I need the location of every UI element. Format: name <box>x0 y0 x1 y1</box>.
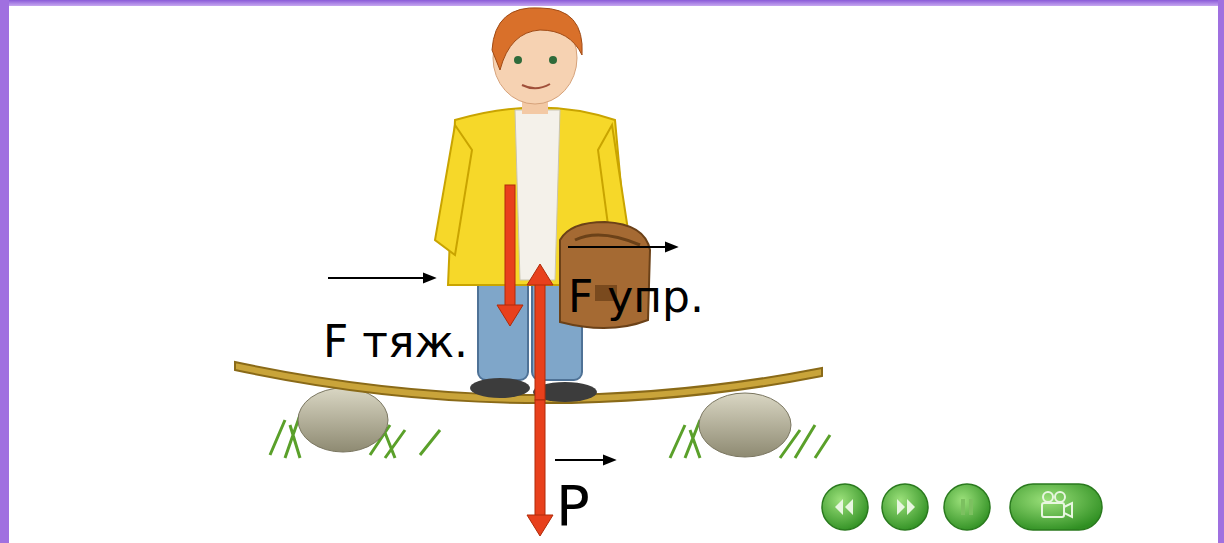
frame-left <box>0 0 9 543</box>
force-label: F тяж. <box>323 320 468 364</box>
force-label: F упр. <box>568 275 704 319</box>
stone <box>699 393 791 457</box>
frame-right <box>1218 0 1224 543</box>
force-label: P <box>556 478 590 534</box>
stone <box>298 388 388 452</box>
nav-buttons <box>822 484 1102 530</box>
frame-top <box>0 0 1224 6</box>
force-arrow <box>497 185 523 326</box>
force-arrow <box>527 264 553 400</box>
force-arrow <box>527 400 553 536</box>
